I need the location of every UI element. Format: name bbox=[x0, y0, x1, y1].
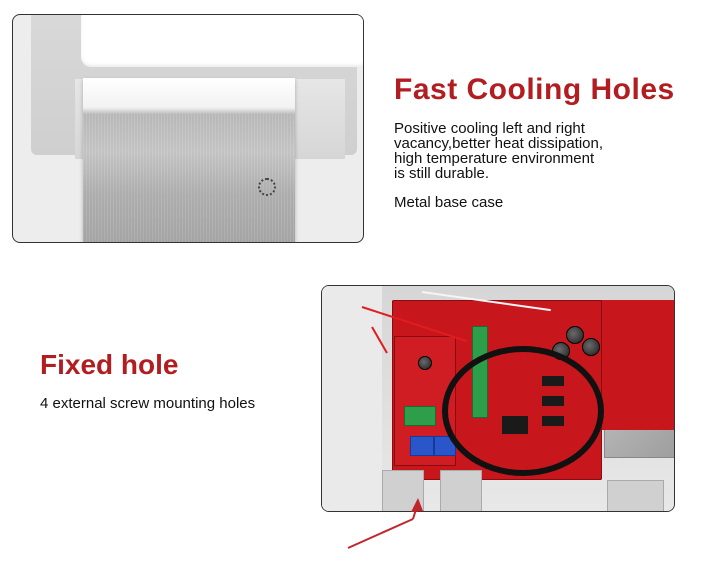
cooling-description-line: Positive cooling left and right bbox=[394, 120, 585, 137]
mounting-tab bbox=[607, 480, 664, 511]
terminal-block bbox=[404, 406, 436, 426]
cooling-holes-title: Fast Cooling Holes bbox=[394, 73, 675, 106]
relay-component bbox=[410, 436, 434, 456]
pcb-right-section bbox=[592, 300, 674, 430]
housing-window bbox=[81, 15, 363, 67]
metal-base-case-label: Metal base case bbox=[394, 194, 504, 211]
cooling-holes-icon bbox=[258, 178, 276, 196]
circuit-board-photo bbox=[321, 285, 675, 512]
fixed-hole-description: 4 external screw mounting holes bbox=[40, 395, 256, 412]
metal-base-case-photo bbox=[12, 14, 364, 243]
capacitor-component bbox=[418, 356, 432, 370]
cooling-description-line: vacancy,better heat dissipation, bbox=[394, 135, 604, 152]
cooling-holes-description: Positive cooling left and right vacancy,… bbox=[394, 121, 694, 181]
capacitor-component bbox=[566, 326, 584, 344]
enclosure-left-wall bbox=[322, 286, 382, 511]
black-cable-loop bbox=[442, 346, 604, 476]
metal-base-case bbox=[83, 78, 295, 242]
mounting-tab bbox=[440, 470, 482, 511]
cooling-description-line: is still durable. bbox=[394, 165, 490, 182]
fixed-hole-title: Fixed hole bbox=[40, 349, 179, 380]
cooling-description-line: high temperature environment bbox=[394, 150, 595, 167]
capacitor-component bbox=[582, 338, 600, 356]
